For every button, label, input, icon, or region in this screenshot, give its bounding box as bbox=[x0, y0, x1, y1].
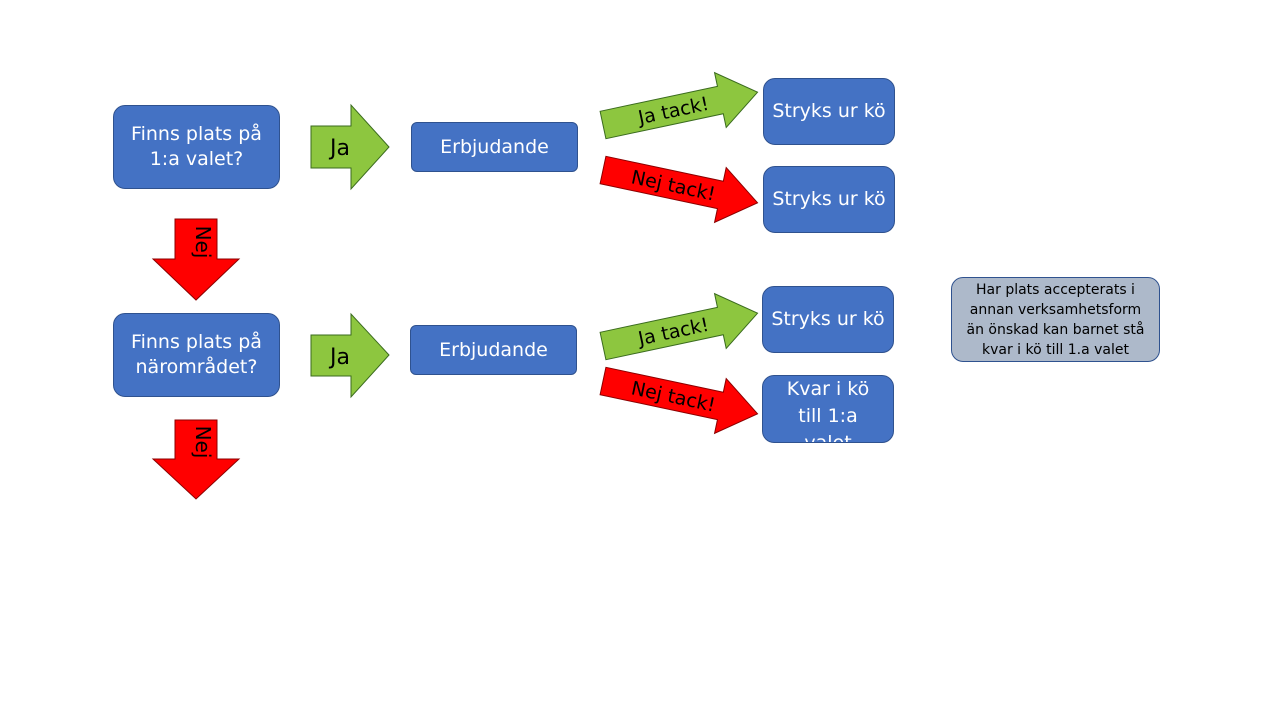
row2-question-box: Finns plats på närområdet? bbox=[113, 313, 280, 397]
row2-accept-result-box: Stryks ur kö bbox=[762, 286, 894, 353]
row1-decline-arrow: Nej tack! bbox=[599, 155, 759, 224]
row1-no-arrow-label: Nej bbox=[191, 226, 215, 259]
row1-decline-result-box: Stryks ur kö bbox=[763, 166, 895, 233]
row2-decline-result-box: Kvar i kö till 1:a valet bbox=[762, 375, 894, 443]
row2-yes-arrow-label: Ja bbox=[328, 345, 350, 370]
info-note-text: Har plats accepterats i annan verksamhet… bbox=[966, 281, 1145, 358]
row1-offer-text: Erbjudande bbox=[440, 135, 549, 158]
row1-accept-arrow: Ja tack! bbox=[599, 71, 759, 140]
row2-no-arrow-label: Nej bbox=[191, 426, 215, 459]
row1-decline-result-text: Stryks ur kö bbox=[772, 188, 886, 210]
row2-question-text: Finns plats på närområdet? bbox=[131, 331, 262, 378]
info-note-box: Har plats accepterats i annan verksamhet… bbox=[951, 277, 1160, 362]
row2-accept-result-text: Stryks ur kö bbox=[771, 308, 885, 330]
row1-accept-result-text: Stryks ur kö bbox=[772, 100, 886, 122]
row1-yes-arrow-label: Ja bbox=[328, 136, 350, 161]
row2-offer-text: Erbjudande bbox=[439, 338, 548, 361]
row2-decline-arrow: Nej tack! bbox=[599, 366, 759, 435]
row1-question-box: Finns plats på 1:a valet? bbox=[113, 105, 280, 189]
row2-offer-box: Erbjudande bbox=[410, 325, 577, 375]
row1-accept-result-box: Stryks ur kö bbox=[763, 78, 895, 145]
row2-accept-arrow: Ja tack! bbox=[599, 292, 759, 361]
row2-yes-arrow: Ja bbox=[310, 312, 390, 399]
row1-no-arrow: Nej bbox=[151, 218, 241, 301]
row1-offer-box: Erbjudande bbox=[411, 122, 578, 172]
row2-decline-result-text: Kvar i kö till 1:a valet bbox=[786, 378, 870, 443]
row1-question-text: Finns plats på 1:a valet? bbox=[131, 123, 262, 170]
row1-yes-arrow: Ja bbox=[310, 103, 390, 191]
row2-no-arrow: Nej bbox=[151, 419, 241, 500]
